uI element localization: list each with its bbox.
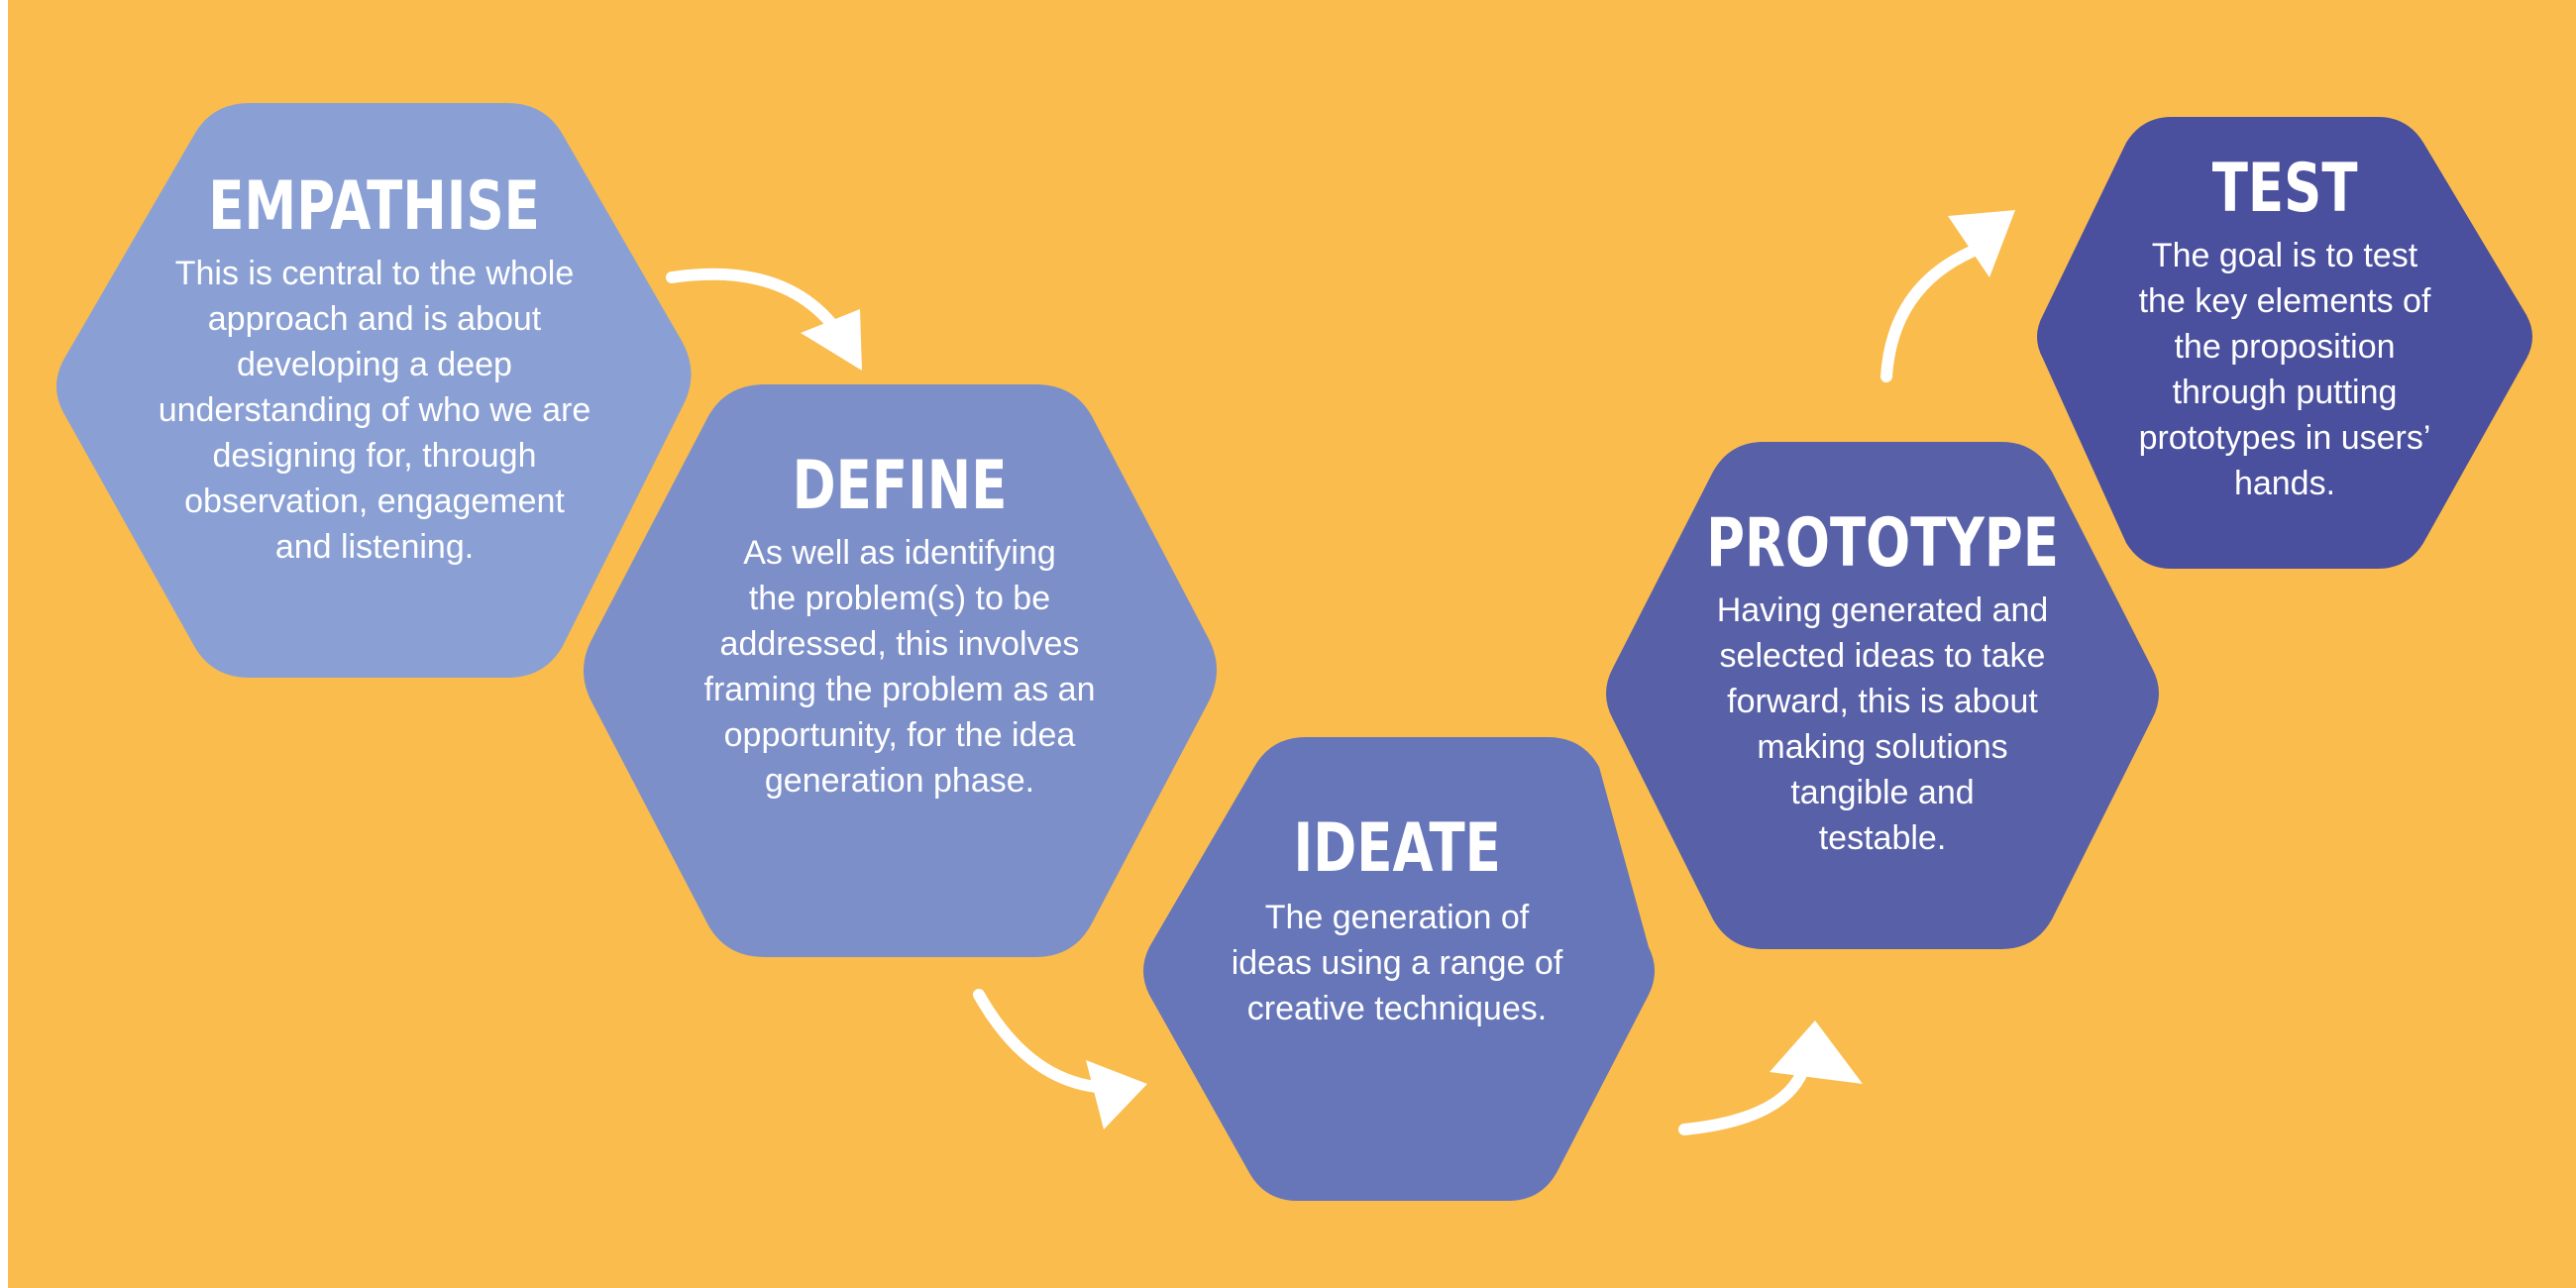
define-title: DEFINE [792,447,1008,525]
test-line: The goal is to test [2151,236,2418,274]
empathise-line: and listening. [274,527,475,566]
define-text: DEFINE As well as identifying the proble… [642,447,1157,804]
define-line: As well as identifying [743,533,1056,572]
define-hexagon [584,384,1217,957]
ideate-line: ideas using a range of [1231,943,1563,982]
test-line: prototypes in users’ [2138,418,2431,457]
test-text: TEST The goal is to test the key element… [2057,150,2513,506]
define-line: the problem(s) to be [748,579,1051,617]
empathise-line: observation, engagement [184,482,565,520]
test-line: the proposition [2174,327,2396,366]
ideate-line: creative techniques. [1246,989,1548,1027]
empathise-hexagon [56,103,692,678]
test-line: hands. [2233,464,2336,502]
empathise-line: This is central to the whole [174,254,575,292]
empathise-line: designing for, through [212,436,537,475]
empathise-body: This is central to the whole approach an… [159,251,591,570]
define-line: framing the problem as an [703,670,1096,708]
test-title: TEST [2211,150,2358,228]
prototype-line: testable. [1818,818,1947,857]
empathise-line: developing a deep [237,345,512,383]
prototype-line: selected ideas to take [1719,636,2046,675]
arrow-empathise-to-define [666,268,862,371]
arrow-ideate-to-prototype [1678,1020,1863,1135]
prototype-line: forward, this is about [1727,682,2038,720]
define-line: addressed, this involves [719,624,1080,663]
arrow-define-to-ideate [973,989,1147,1129]
prototype-line: Having generated and [1716,590,2049,629]
define-line: opportunity, for the idea [723,715,1076,754]
ideate-title: IDEATE [1293,809,1501,888]
test-line: the key elements of [2138,281,2431,320]
prototype-title: PROTOTYPE [1706,504,2059,583]
ideate-body: The generation of ideas using a range of… [1232,895,1563,1031]
prototype-text: PROTOTYPE Having generated and selected … [1635,504,2130,861]
empathise-line: understanding of who we are [158,390,591,429]
test-line: through putting [2172,373,2398,411]
define-line: generation phase. [764,761,1035,800]
empathise-text: EMPATHISE This is central to the whole a… [117,167,632,570]
ideate-text: IDEATE The generation of ideas using a r… [1149,809,1645,1031]
prototype-hexagon [1606,442,2159,949]
test-body: The goal is to test the key elements of … [2139,233,2431,506]
ideate-hexagon [1143,737,1655,1201]
test-hexagon [2037,117,2532,569]
prototype-body: Having generated and selected ideas to t… [1717,588,2049,861]
define-body: As well as identifying the problem(s) to… [704,530,1096,804]
arrow-prototype-to-test [1880,210,2015,382]
prototype-line: making solutions [1757,727,2008,766]
prototype-line: tangible and [1790,773,1975,811]
empathise-title: EMPATHISE [208,167,541,246]
empathise-line: approach and is about [207,299,542,338]
ideate-line: The generation of [1264,898,1530,936]
